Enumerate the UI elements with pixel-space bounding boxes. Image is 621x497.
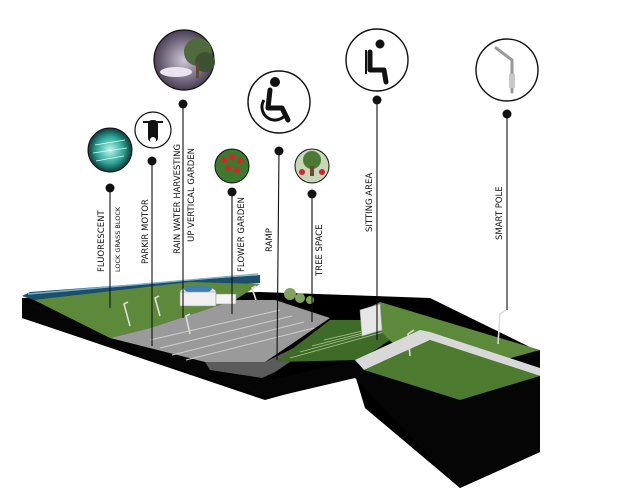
- parking-stripes: [149, 309, 315, 361]
- tree-space-photo-icon: [294, 148, 330, 184]
- label-flower-garden: FLOWER GARDEN: [237, 197, 247, 272]
- grass-right-lower: [364, 340, 540, 400]
- flower-garden-photo-icon: [214, 148, 250, 184]
- street-lamps: [123, 285, 507, 357]
- wheelchair-icon: [247, 70, 311, 134]
- label-rain-water: RAIN WATER HARVESTING: [173, 144, 183, 254]
- motorcycle-icon: [134, 111, 172, 149]
- sitting-area-block: [359, 303, 383, 337]
- label-lock-grass-block: LOCK GRASS BLOCK: [114, 206, 122, 272]
- label-sitting-area: SITTING AREA: [365, 173, 375, 232]
- site-model: [22, 273, 540, 488]
- water-strip: [22, 275, 260, 300]
- vertical-garden-photo-icon: [153, 29, 215, 91]
- label-smart-pole: SMART POLE: [495, 186, 505, 240]
- label-vertical-garden: UP VERTICAL GARDEN: [187, 148, 197, 242]
- walkway: [355, 330, 540, 376]
- rain-water-structure: [179, 285, 237, 307]
- label-ramp: RAMP: [265, 228, 275, 252]
- road-edge: [205, 320, 345, 378]
- label-tree-space: TREE SPACE: [315, 225, 325, 278]
- fluorescent-grass-photo-icon: [87, 127, 133, 173]
- leader-dots: [105, 95, 512, 199]
- fence: [27, 273, 259, 295]
- leader-lines: [109, 100, 508, 361]
- label-parking-motor: PARKIR MOTOR: [141, 199, 151, 264]
- sitting-person-icon: [345, 28, 409, 92]
- smart-pole-icon: [475, 38, 539, 102]
- label-fluorescent: FLUORESCENT: [97, 210, 107, 272]
